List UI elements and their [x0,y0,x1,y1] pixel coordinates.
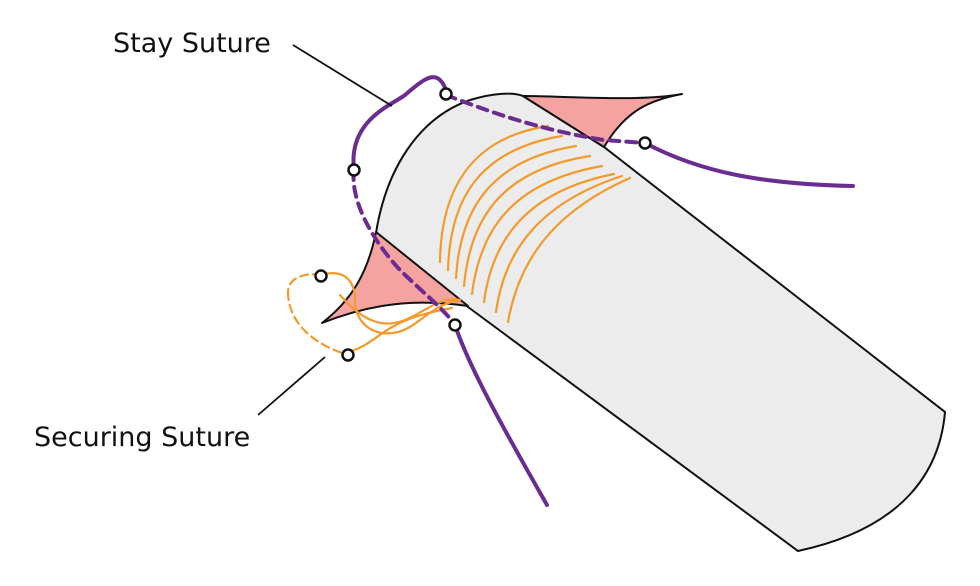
stay-suture-leader [292,44,393,107]
stay-suture-dashed-left [351,168,457,327]
stay-suture [351,75,855,507]
upper-flap [522,93,683,148]
stay-suture-right-tail [643,141,855,188]
stay-suture-label: Stay Suture [113,28,271,59]
needle-point-left [347,163,361,177]
securing-suture-leader [257,356,326,416]
needle-point-loop-top [314,269,328,283]
stay-suture-dashed-upper [444,93,647,145]
needle-points [314,87,652,362]
needle-point-top [439,87,453,101]
tissue-body [374,92,947,553]
stay-suture-bottom-tail [453,323,549,507]
securing-suture-wraps [438,124,632,324]
needle-point-right [638,136,652,150]
needle-point-bottom [448,318,462,332]
needle-point-loop-bottom [341,348,355,362]
securing-suture-label: Securing Suture [34,422,250,453]
